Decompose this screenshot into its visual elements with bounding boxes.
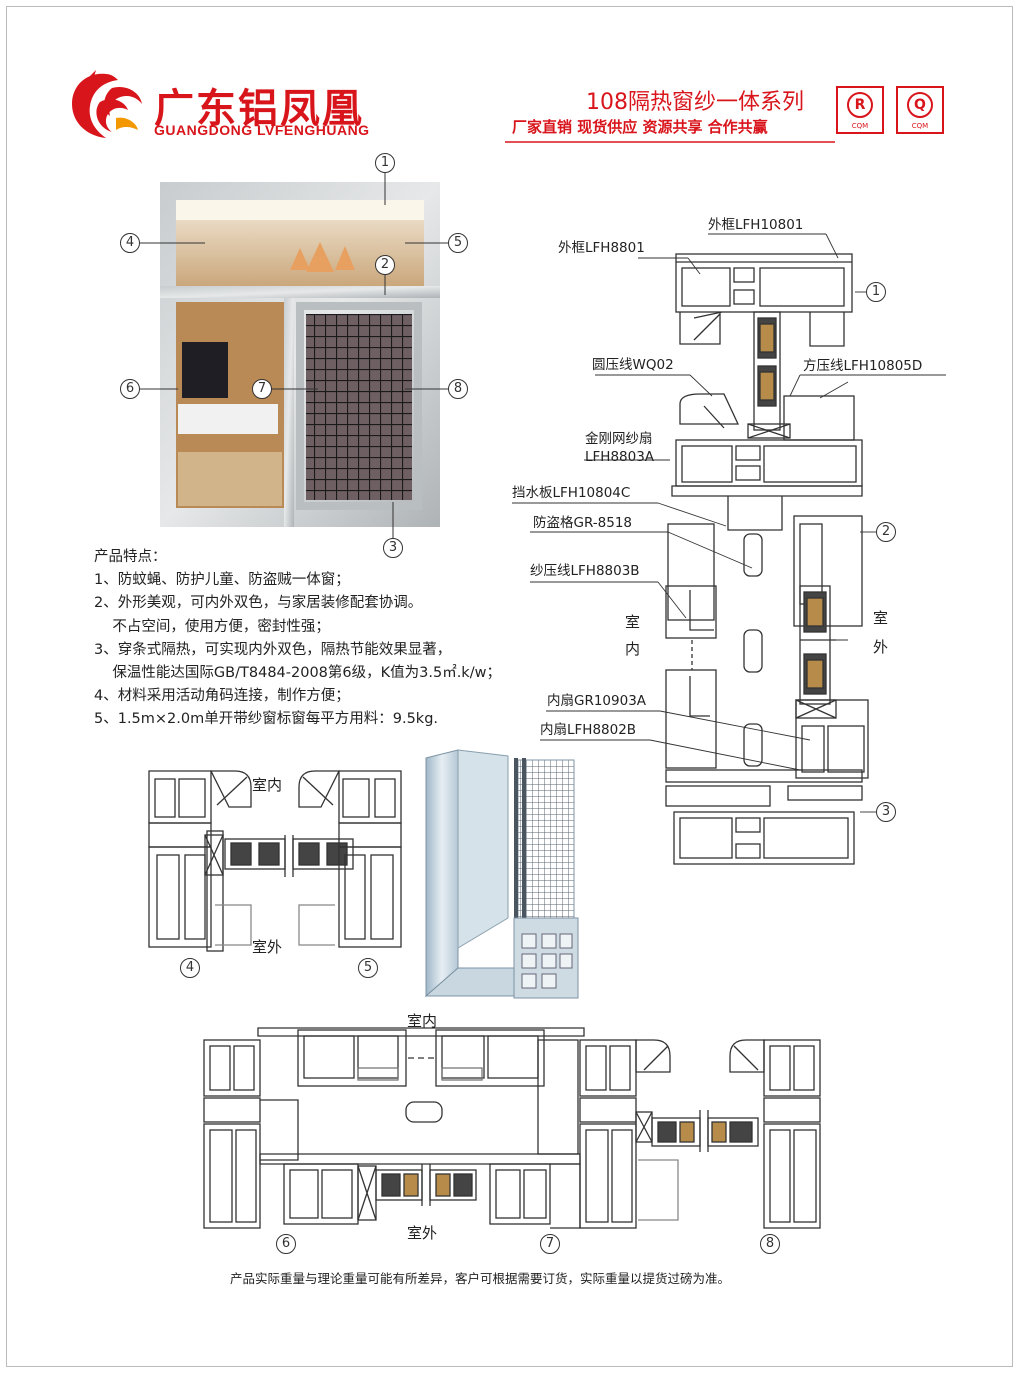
- marker-4-photo: 4: [120, 233, 140, 253]
- label-screen-sash-2: LFH8803A: [585, 449, 655, 465]
- label-outdoor-1: 室: [873, 609, 889, 627]
- label-outdoor-2: 外: [873, 638, 889, 656]
- label-outdoor-45: 室外: [252, 938, 283, 956]
- brand-name-en: GUANGDONG LVFENGHUANG: [154, 122, 370, 138]
- feature-line: 2、外形美观，可内外双色，与家居装修配套协调。: [94, 595, 423, 612]
- feature-line: 4、材料采用活动角码连接，制作方便；: [94, 688, 350, 705]
- cert-badge-q: Q CQM: [896, 86, 944, 134]
- feature-line: 3、穿条式隔热，可实现内外双色，隔热节能效果显著，: [94, 641, 452, 658]
- marker-5-photo: 5: [448, 233, 468, 253]
- weight-disclaimer: 产品实际重量与理论重量可能有所差异，客户可根据需要订货，实际重量以提货过磅为准。: [230, 1271, 731, 1286]
- cert-q-caption: CQM: [911, 122, 929, 130]
- marker-3-photo: 3: [383, 538, 403, 558]
- marker-8-photo: 8: [448, 379, 468, 399]
- cert-r-letter: R: [847, 92, 873, 118]
- phoenix-logo-icon: [72, 70, 142, 138]
- window-photo: [160, 182, 440, 527]
- feature-line: 不占空间，使用方便，密封性强；: [94, 618, 330, 635]
- cert-r-caption: CQM: [851, 122, 869, 130]
- series-title: 108隔热窗纱一体系列: [586, 90, 804, 115]
- label-outer-frame-b: 外框LFH8801: [558, 240, 645, 256]
- label-inner-sash-b: 内扇LFH8802B: [540, 722, 637, 738]
- profile-3d-render: [424, 749, 579, 999]
- label-square-bead: 方压线LFH10805D: [803, 358, 923, 374]
- marker-3-section: 3: [876, 802, 896, 822]
- marker-5-section: 5: [358, 958, 378, 978]
- label-security-grid: 防盗格GR-8518: [533, 515, 633, 531]
- marker-2-section: 2: [876, 522, 896, 542]
- marker-4-section: 4: [180, 958, 200, 978]
- label-indoor-2: 内: [625, 640, 641, 658]
- feature-line: 保温性能达国际GB/T8484-2008第6级，K值为3.5㎡.k/w；: [94, 665, 501, 682]
- label-screen-bead: 纱压线LFH8803B: [530, 563, 640, 579]
- section-6-7-8-drawing: [203, 1027, 821, 1229]
- features-heading: 产品特点：: [94, 549, 167, 565]
- label-indoor-45: 室内: [252, 776, 283, 794]
- marker-7-photo: 7: [252, 379, 272, 399]
- cert-q-letter: Q: [907, 92, 933, 118]
- feature-line: 1、防蚊蝇、防护儿童、防盗贼一体窗；: [94, 572, 350, 589]
- marker-6-section: 6: [276, 1234, 296, 1254]
- slogan: 厂家直销 现货供应 资源共享 合作共赢: [512, 118, 768, 136]
- cert-badge-r: R CQM: [836, 86, 884, 134]
- label-outdoor-678: 室外: [407, 1224, 438, 1242]
- label-indoor-1: 室: [625, 613, 641, 631]
- brand-name-cn: 广东铝凤凰: [154, 86, 364, 132]
- marker-1-section: 1: [866, 282, 886, 302]
- label-screen-sash-1: 金刚网纱扇: [585, 431, 653, 447]
- label-water-board: 挡水板LFH10804C: [512, 485, 631, 501]
- label-round-bead: 圆压线WQ02: [592, 357, 674, 373]
- feature-line: 5、1.5m×2.0m单开带纱窗标窗每平方用料：9.5kg.: [94, 711, 439, 728]
- page-border: [6, 6, 1013, 1367]
- header-underline: [505, 141, 835, 143]
- product-features: 产品特点： 1、防蚊蝇、防护儿童、防盗贼一体窗； 2、外形美观，可内外双色，与家…: [94, 546, 501, 732]
- section-4-5-drawing: [148, 770, 402, 952]
- marker-2-photo: 2: [375, 255, 395, 275]
- label-inner-sash-a: 内扇GR10903A: [547, 693, 647, 709]
- marker-1-photo: 1: [375, 153, 395, 173]
- marker-7-section: 7: [540, 1234, 560, 1254]
- label-indoor-678: 室内: [407, 1012, 438, 1030]
- vertical-section-drawing: [665, 253, 869, 865]
- marker-6-photo: 6: [120, 379, 140, 399]
- label-outer-frame-a: 外框LFH10801: [708, 217, 804, 233]
- marker-8-section: 8: [760, 1234, 780, 1254]
